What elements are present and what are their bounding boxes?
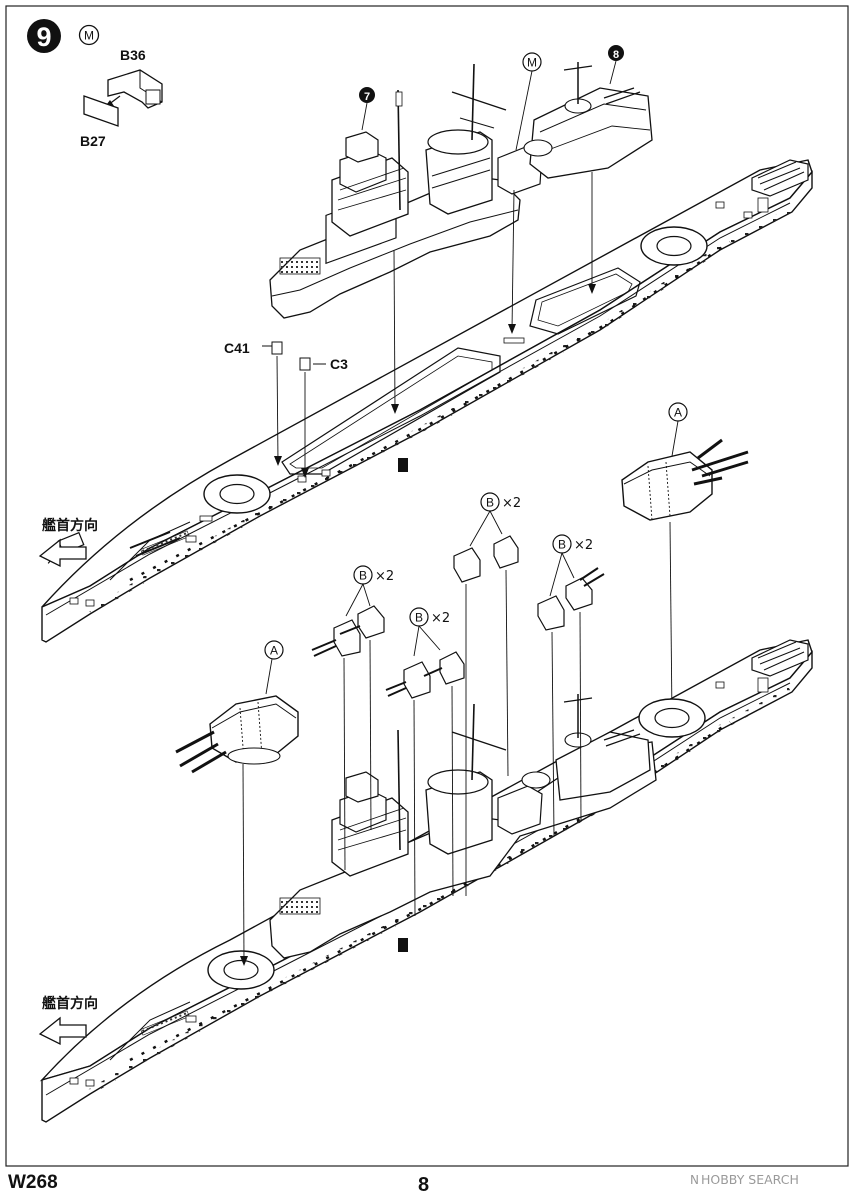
callout-m: M [527,56,537,70]
footer-page-number: 8 [418,1174,430,1196]
callout-b-3: B [486,496,494,510]
turret-a-top: A [621,402,749,722]
bow-direction-bottom: 艦首方向 [38,995,98,1046]
step-number-badge [27,19,61,53]
callout-a-bottom: A [270,644,278,658]
bow-direction-label-top: 艦首方向 [42,517,98,534]
callout-subassembly-7: 7 [364,91,370,103]
callout-b-2: B [415,611,423,625]
watermark-logo-icon: N [690,1173,699,1187]
part-label-b36: B36 [120,47,146,63]
callout-times2-3: ×2 [502,496,521,511]
callout-a-top: A [674,406,682,420]
callout-times2-1: ×2 [375,569,394,584]
superstructure-top [269,62,653,319]
hull-top [41,159,813,643]
watermark-text: HOBBY SEARCH [700,1172,799,1187]
step-header: 9 M [27,19,100,53]
callout-b-4: B [558,538,566,552]
part-label-c3: C3 [330,356,348,372]
part-label-b27: B27 [80,133,106,149]
step-number: 9 [36,22,51,52]
callout-subassembly-8: 8 [613,49,619,61]
part-label-c41: C41 [224,340,250,356]
step-marker: M [84,29,94,43]
callout-times2-4: ×2 [574,538,593,553]
callouts-top: 7 8 M C41 C3 艦首方向 [38,45,624,568]
secondary-turrets-b: B ×2 B ×2 B ×2 B ×2 [311,492,605,917]
page-border [5,5,849,1167]
callout-b-1: B [359,569,367,583]
part-b36-b27-assembly: B36 B27 [80,47,163,149]
callout-times2-2: ×2 [431,611,450,626]
superstructure-bottom [269,694,657,959]
step-marker-circle [78,24,100,46]
footer-product-code: W268 [8,1172,58,1193]
bow-direction-label-bottom: 艦首方向 [42,995,98,1012]
turret-a-bottom: A [175,640,299,966]
